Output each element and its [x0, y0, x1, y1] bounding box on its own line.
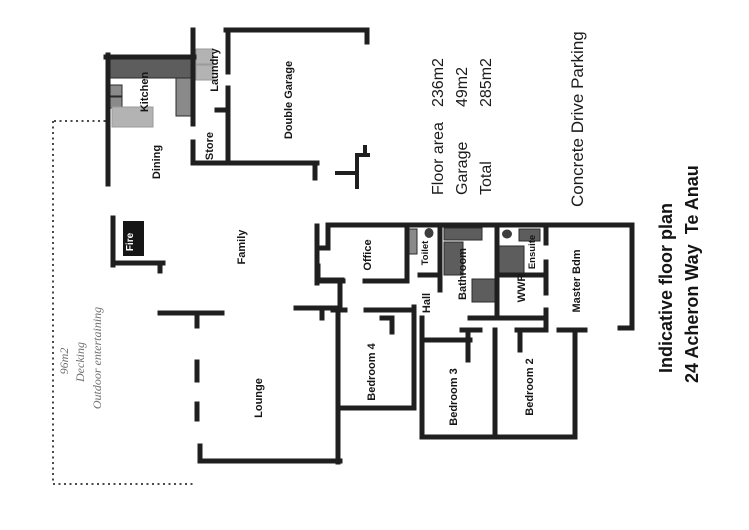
- kitchen-appliances: [175, 77, 194, 117]
- room-label-garage: Double Garage: [283, 61, 295, 139]
- site-note: Concrete Drive Parking: [568, 31, 587, 207]
- laundry-dryer: [195, 64, 214, 81]
- ensuite-vanity: [518, 228, 541, 242]
- entry-steps: [335, 145, 370, 189]
- bathroom-bath: [471, 278, 497, 303]
- deck-labels: 96m2 Decking Outdoor entertaining: [57, 307, 104, 409]
- room-label-hall: Hall: [421, 293, 433, 313]
- stat-value-floor-area: 236m2: [430, 58, 447, 107]
- fireplace-label: Fire: [125, 232, 136, 251]
- ensuite-shower: [497, 245, 525, 274]
- room-label-laundry: Laundry: [209, 47, 221, 91]
- walls-living-wing: [110, 215, 345, 464]
- ensuite-toilet-icon: [502, 229, 512, 239]
- stat-label-floor-area: Floor area: [430, 122, 447, 195]
- kitchen-island: [111, 106, 154, 128]
- room-label-ensuite: Ensuite: [527, 235, 538, 269]
- walls-bedroom-wing: [330, 304, 588, 465]
- plan-title-line1: Indicative floor plan: [656, 203, 676, 373]
- room-label-dining: Dining: [151, 145, 163, 179]
- plan-title: Indicative floor plan 24 Acheron Way Te …: [656, 165, 702, 383]
- bathroom-shower: [443, 241, 464, 276]
- walls-middle-wing: [315, 222, 635, 333]
- room-label-wwr: WWR: [516, 274, 528, 303]
- room-label-office: Office: [362, 239, 374, 270]
- walls-north-wing: [103, 27, 370, 187]
- room-label-family: Family: [236, 229, 248, 265]
- area-stats: Floor area 236m2 Garage 49m2 Total 285m2: [430, 58, 495, 195]
- room-label-toilet: Toilet: [420, 240, 431, 265]
- plan-title-line2: 24 Acheron Way Te Anau: [682, 165, 702, 383]
- deck-name-label: Decking: [73, 342, 87, 383]
- stat-value-total: 285m2: [478, 58, 495, 107]
- fireplace-box: [123, 221, 144, 256]
- stat-label-garage: Garage: [454, 142, 471, 195]
- deck-area-label: 96m2: [57, 348, 71, 375]
- room-label-bedroom4: Bedroom 4: [366, 342, 378, 400]
- toilet-bowl-icon: [424, 228, 434, 238]
- deck-outline: [52, 120, 193, 485]
- stat-value-garage: 49m2: [454, 67, 471, 107]
- room-label-bathroom: Bathroom: [457, 248, 469, 300]
- kitchen-fixtures: [107, 48, 214, 128]
- room-label-kitchen: Kitchen: [139, 72, 151, 113]
- room-label-bedroom2: Bedroom 2: [524, 358, 536, 415]
- room-label-bedroom3: Bedroom 3: [448, 368, 460, 425]
- deck-use-label: Outdoor entertaining: [90, 307, 104, 409]
- room-label-store: Store: [204, 132, 216, 160]
- stat-label-total: Total: [478, 161, 495, 195]
- room-label-lounge: Lounge: [253, 378, 265, 418]
- room-labels: Kitchen Dining Laundry Store Double Gara…: [139, 47, 583, 425]
- bathroom-vanity: [443, 227, 483, 241]
- room-label-master: Master Bdm: [571, 249, 583, 312]
- bathroom-fixtures: [406, 227, 541, 303]
